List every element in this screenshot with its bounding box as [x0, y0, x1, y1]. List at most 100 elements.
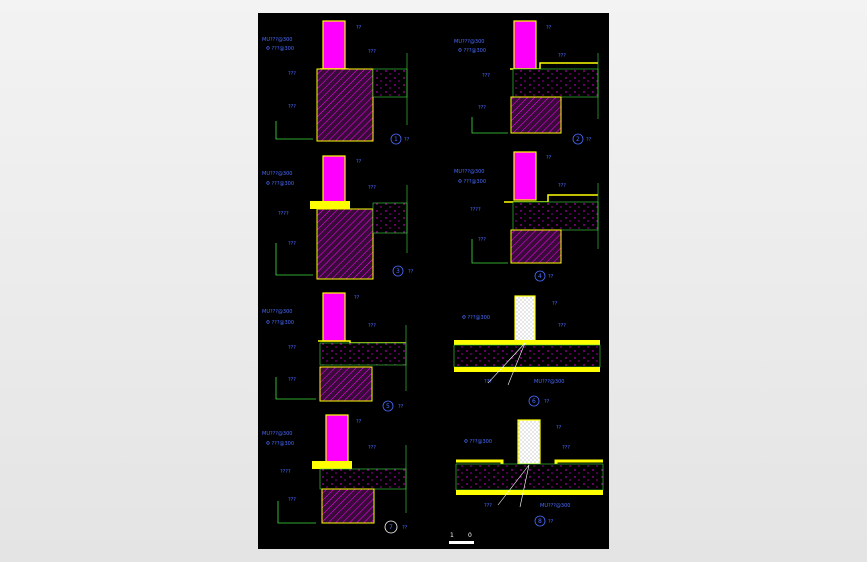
soil-fill: [512, 68, 599, 98]
detail-number: 8: [538, 518, 542, 525]
dimension-line: [277, 501, 316, 524]
slab-top: [454, 340, 600, 345]
detail-number: 7: [389, 524, 393, 531]
leader-line: [487, 342, 526, 384]
wall-section: [325, 414, 349, 464]
note-label: ???: [288, 104, 296, 110]
rebar-spec-label: MU???@300: [262, 37, 292, 43]
detail-marker: [392, 265, 404, 277]
footing-hatch: [316, 68, 374, 142]
note-label: ???: [368, 49, 376, 55]
rebar-spec-label: MU???@300: [262, 309, 292, 315]
drawing-sheet[interactable]: MU???@300 Φ ???@300 ??? ??? ??? ?? 1 ?? …: [258, 13, 609, 549]
detail-marker: [534, 515, 546, 527]
detail-1[interactable]: MU???@300 Φ ???@300 ??? ??? ??? ?? 1 ??: [262, 20, 410, 145]
rebar-spec-label: MU???@300: [454, 169, 484, 175]
leader-line: [507, 342, 526, 386]
detail-number: 4: [538, 273, 542, 280]
note-label: ???: [368, 445, 376, 451]
detail-8[interactable]: Φ ???@300 ??? ??? MU???@300 ?? 8 ??: [455, 419, 604, 527]
leader-line: [497, 464, 530, 506]
insulation-section: [517, 419, 541, 465]
wall-section: [513, 151, 537, 201]
detail-suffix: ??: [408, 269, 414, 275]
soil-fill: [319, 468, 407, 490]
note-label: ???: [288, 497, 296, 503]
footing-hatch: [510, 96, 562, 134]
tag-label: ??: [354, 295, 360, 301]
dimension-line: [275, 377, 316, 400]
tag-label: ??: [552, 301, 558, 307]
leader-line: [519, 464, 530, 508]
soil-fill: [372, 202, 408, 234]
detail-number: 5: [386, 403, 390, 410]
detail-3[interactable]: MU???@300 Φ ???@300 ???? ??? ??? ?? 3 ??: [262, 155, 414, 280]
note-label: ???: [558, 53, 566, 59]
note-label: Φ ???@300: [462, 315, 490, 321]
note-label: ???: [368, 323, 376, 329]
detail-suffix: ??: [404, 137, 410, 143]
note-label: ???: [288, 345, 296, 351]
wall-section: [322, 292, 346, 342]
tag-label: ??: [356, 25, 362, 31]
footing-hatch: [321, 488, 375, 524]
note-label: Φ ???@300: [266, 181, 294, 187]
note-label: ???: [484, 379, 492, 385]
scale-bar-line: [449, 541, 474, 544]
detail-4[interactable]: MU???@300 Φ ???@300 ???? ??? ??? ?? 4 ??: [454, 151, 599, 282]
detail-suffix: ??: [548, 274, 554, 280]
detail-7[interactable]: MU???@300 Φ ???@300 ???? ??? ??? ?? 7 ??: [262, 414, 408, 534]
note-label: ???: [558, 323, 566, 329]
detail-number: 3: [396, 268, 400, 275]
tag-label: ??: [546, 155, 552, 161]
detail-number: 1: [394, 136, 398, 143]
note-label: Φ ???@300: [266, 441, 294, 447]
tag-label: ??: [546, 25, 552, 31]
wall-section: [322, 155, 346, 205]
note-label: Φ ???@300: [266, 46, 294, 52]
note-label: Φ ???@300: [464, 439, 492, 445]
note-label: ????: [278, 211, 289, 217]
detail-suffix: ??: [544, 399, 550, 405]
detail-suffix: ??: [402, 525, 408, 531]
detail-suffix: ??: [398, 404, 404, 410]
slab-bottom: [456, 490, 603, 495]
rebar-spec-label: MU???@300: [540, 503, 570, 509]
note-label: ???: [558, 183, 566, 189]
soil-fill: [512, 201, 599, 231]
soil-fill: [319, 342, 407, 366]
scale-label-right: 0: [468, 532, 472, 539]
wall-section: [513, 20, 537, 70]
detail-5[interactable]: MU???@300 Φ ???@300 ??? ??? ??? ?? 5 ??: [262, 292, 407, 412]
note-label: ???: [478, 237, 486, 243]
scale-bar: 1 0: [449, 532, 474, 544]
note-label: ????: [280, 469, 291, 475]
note-label: ???: [484, 503, 492, 509]
detail-6[interactable]: Φ ???@300 ??? ??? MU???@300 ?? 6 ??: [453, 295, 601, 407]
detail-marker: [390, 133, 402, 145]
rebar-spec-label: MU???@300: [262, 431, 292, 437]
insulation-section: [514, 295, 536, 343]
detail-number: 6: [532, 398, 536, 405]
dimension-line: [275, 243, 313, 276]
detail-marker: [572, 133, 584, 145]
slab-edge: [310, 201, 350, 209]
note-label: Φ ???@300: [458, 48, 486, 54]
note-label: ???: [562, 445, 570, 451]
tag-label: ??: [356, 419, 362, 425]
detail-2[interactable]: MU???@300 Φ ???@300 ??? ??? ??? ?? 2 ??: [454, 20, 599, 145]
soil-fill: [453, 344, 601, 368]
note-label: ???: [368, 185, 376, 191]
detail-drawing-canvas: MU???@300 Φ ???@300 ??? ??? ??? ?? 1 ?? …: [262, 20, 604, 544]
note-label: ???: [478, 105, 486, 111]
footing-hatch: [319, 366, 373, 402]
note-label: Φ ???@300: [458, 179, 486, 185]
rebar-spec-label: MU???@300: [534, 379, 564, 385]
tag-label: ??: [556, 425, 562, 431]
note-label: ???: [482, 73, 490, 79]
slab-bottom: [454, 367, 600, 372]
detail-marker: [382, 400, 394, 412]
soil-fill: [372, 68, 408, 98]
note-label: ???: [288, 241, 296, 247]
